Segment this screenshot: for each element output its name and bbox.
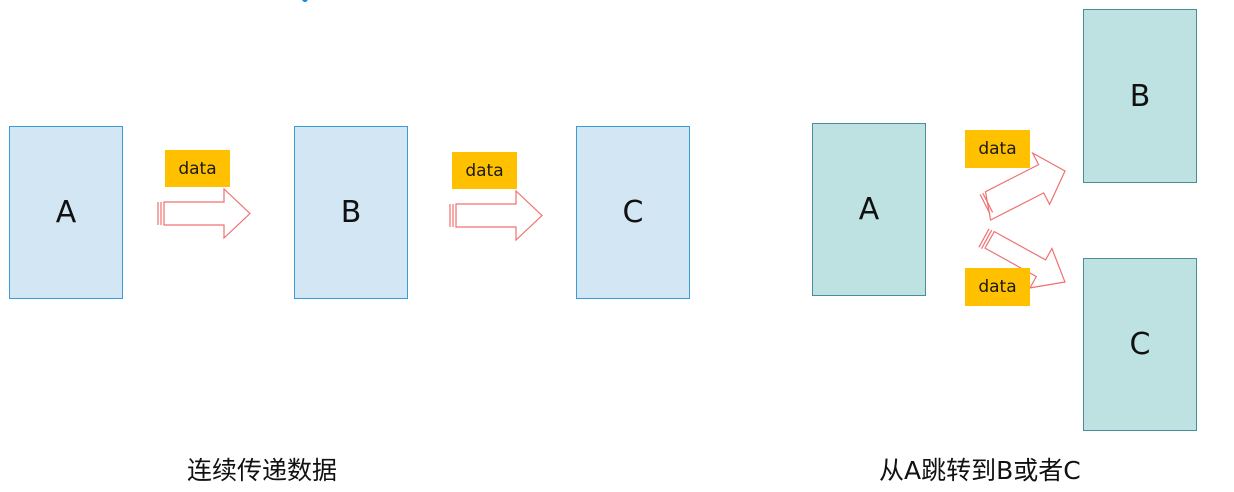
box-c: C	[576, 126, 690, 299]
box-b: B	[294, 126, 408, 299]
arrow-down-right-icon	[978, 228, 1066, 289]
data-tag: data	[165, 150, 230, 187]
data-tag: data	[452, 152, 517, 189]
box-a-label: A	[55, 195, 77, 230]
data-tag-label: data	[978, 277, 1017, 297]
box-a: A	[812, 123, 926, 296]
data-tag-label: data	[465, 160, 504, 181]
title-fragment	[301, 0, 308, 2]
arrow-right-icon	[449, 189, 543, 242]
data-tag: data	[965, 268, 1030, 306]
box-c-label: C	[1129, 327, 1151, 362]
right-caption: 从A跳转到B或者C	[879, 456, 1081, 485]
data-tag-label: data	[178, 158, 217, 179]
arrow-right-icon	[157, 187, 251, 240]
box-b: B	[1083, 9, 1197, 183]
box-b-label: B	[1129, 78, 1151, 114]
left-caption: 连续传递数据	[187, 456, 338, 485]
box-a: A	[9, 126, 123, 299]
box-a-label: A	[858, 192, 880, 227]
box-c: C	[1083, 258, 1197, 431]
box-b-label: B	[340, 195, 362, 230]
box-c-label: C	[622, 195, 644, 230]
arrow-up-right-icon	[979, 151, 1066, 221]
data-tag: data	[965, 130, 1030, 168]
data-tag-label: data	[978, 139, 1017, 159]
